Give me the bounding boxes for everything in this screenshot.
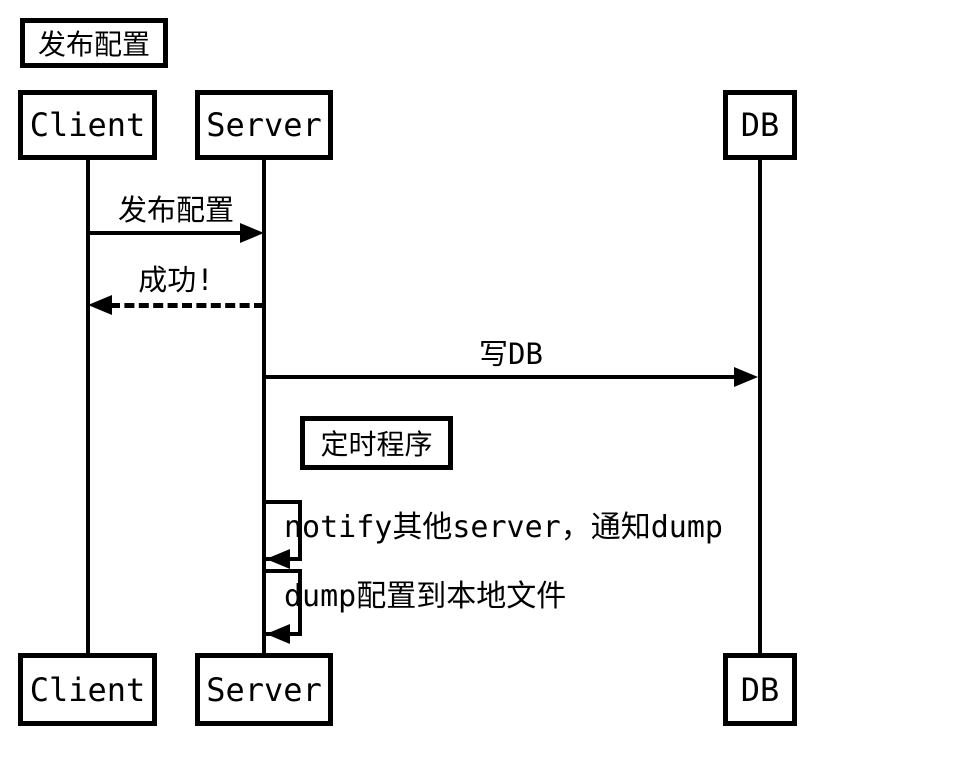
arrowhead-left-icon: [88, 295, 112, 315]
message-label-success: 成功!: [138, 263, 214, 297]
message-arrow-write-db: [264, 375, 738, 379]
note-timer-program: 定时程序: [300, 416, 453, 470]
participant-server-bottom: Server: [195, 653, 333, 726]
lifeline-client: [86, 160, 90, 653]
participant-server-top: Server: [195, 90, 333, 160]
message-arrow-success: [110, 303, 264, 308]
message-arrow-publish-config: [88, 231, 244, 235]
lifeline-server: [262, 160, 266, 653]
message-label-write-db: 写DB: [479, 337, 543, 371]
participant-db-top: DB: [723, 90, 797, 160]
participant-db-bottom: DB: [723, 653, 797, 726]
message-label-publish-config: 发布配置: [117, 193, 234, 227]
message-label-notify-servers: notify其他server，通知dump: [284, 510, 723, 545]
arrowhead-right-icon: [240, 223, 264, 243]
arrowhead-left-icon: [266, 624, 290, 644]
arrowhead-left-icon: [266, 549, 290, 569]
lifeline-db: [758, 160, 762, 653]
participant-client-top: Client: [18, 90, 157, 160]
participant-client-bottom: Client: [18, 653, 157, 726]
message-label-dump-config: dump配置到本地文件: [284, 579, 567, 614]
arrowhead-right-icon: [734, 367, 758, 387]
diagram-title: 发布配置: [20, 18, 168, 68]
